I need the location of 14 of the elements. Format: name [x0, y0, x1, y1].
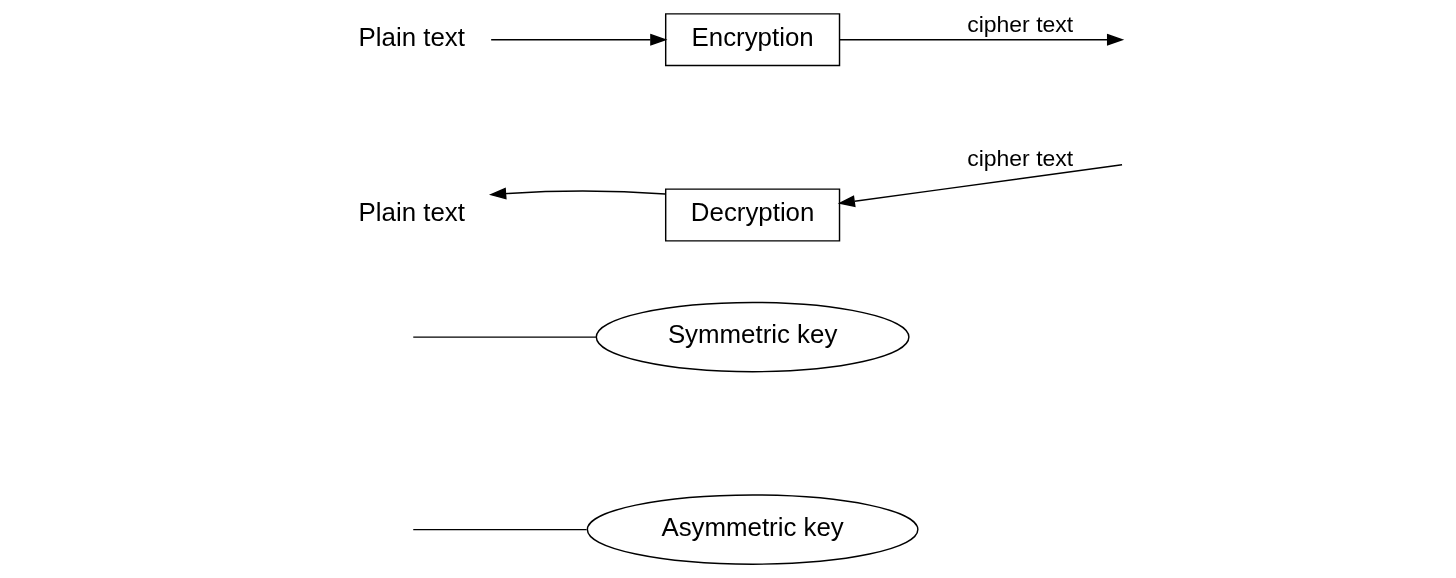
node-ellipse: Symmetric key	[595, 301, 910, 373]
arrow	[489, 33, 667, 46]
connector	[412, 336, 597, 338]
arrow	[488, 187, 666, 200]
arrow	[837, 164, 1123, 208]
node-text: Plain text	[358, 23, 465, 52]
edge-label: cipher text	[966, 144, 1073, 171]
node-box: Decryption	[664, 188, 840, 242]
node-text: Plain text	[358, 198, 465, 227]
node-box: Encryption	[664, 13, 840, 67]
arrow	[838, 33, 1124, 46]
node-ellipse: Asymmetric key	[586, 494, 919, 565]
edge-label: cipher text	[966, 11, 1073, 38]
connector	[412, 528, 587, 531]
